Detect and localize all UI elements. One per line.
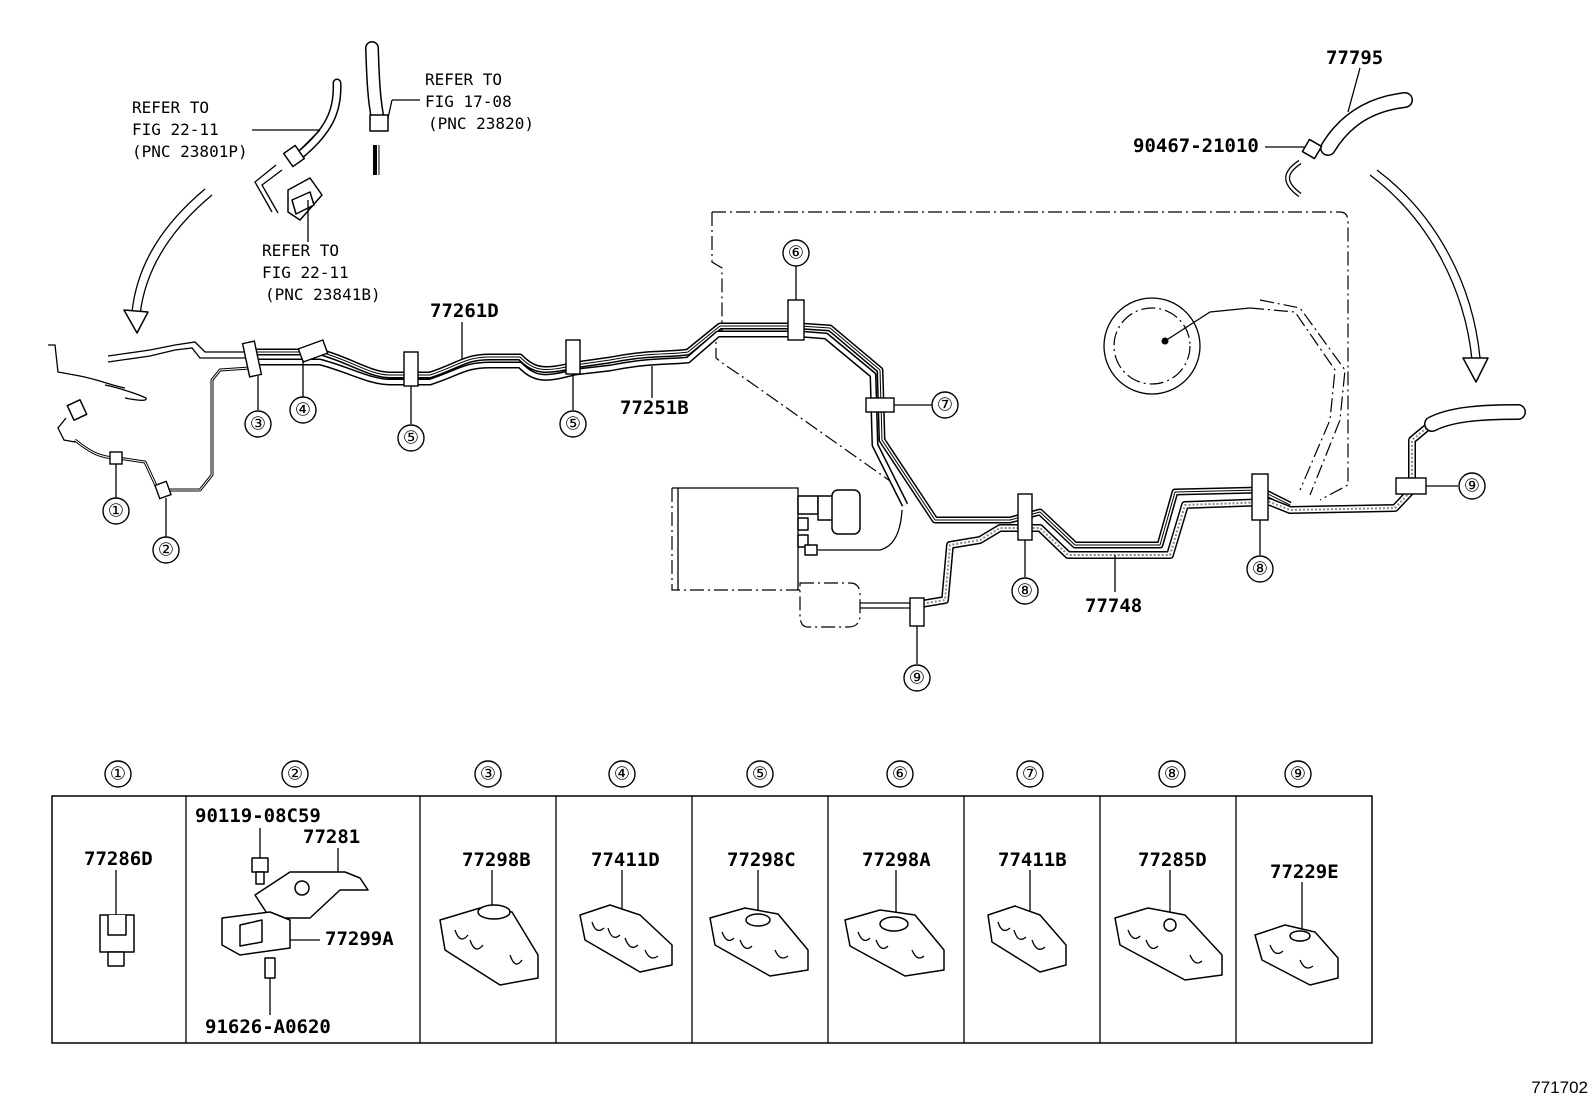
svg-text:⑤: ⑤ xyxy=(403,428,419,449)
hose-77795: 77795 90467-21010 xyxy=(1133,47,1413,198)
svg-text:⑤: ⑤ xyxy=(565,414,581,435)
svg-text:FIG 17-08: FIG 17-08 xyxy=(425,92,512,111)
svg-text:90119-08C59: 90119-08C59 xyxy=(195,805,321,827)
curved-arrow-right xyxy=(1369,169,1489,383)
svg-text:⑧: ⑧ xyxy=(1017,581,1033,602)
svg-text:⑤: ⑤ xyxy=(752,764,768,785)
svg-text:③: ③ xyxy=(480,764,496,785)
callout-7: ⑦ xyxy=(931,391,959,419)
svg-text:⑧: ⑧ xyxy=(1252,559,1268,580)
svg-text:77229E: 77229E xyxy=(1270,861,1339,883)
refer-note-1: REFER TO FIG 22-11 (PNC 23801P) xyxy=(132,98,321,161)
svg-text:REFER TO: REFER TO xyxy=(132,98,209,117)
table-header-7: ⑦ xyxy=(1016,760,1044,788)
label-90467-21010: 90467-21010 xyxy=(1133,135,1259,157)
svg-text:⑧: ⑧ xyxy=(1164,764,1180,785)
svg-text:②: ② xyxy=(287,764,303,785)
ref-connector-23841b xyxy=(287,177,323,221)
svg-text:77281: 77281 xyxy=(303,826,360,848)
table-header-6: ⑥ xyxy=(886,760,914,788)
svg-text:77411D: 77411D xyxy=(591,849,660,871)
svg-text:⑥: ⑥ xyxy=(892,764,908,785)
label-77795: 77795 xyxy=(1326,47,1383,69)
callout-9a: ⑨ xyxy=(1458,472,1486,500)
svg-text:②: ② xyxy=(158,540,174,561)
left-small-pipe xyxy=(48,341,251,492)
table-cell-6: 77298A xyxy=(844,849,945,977)
table-header-8: ⑧ xyxy=(1158,760,1186,788)
svg-text:REFER TO: REFER TO xyxy=(262,241,339,260)
svg-text:77298A: 77298A xyxy=(862,849,931,871)
table-cell-9: 77229E xyxy=(1254,861,1339,986)
svg-text:③: ③ xyxy=(250,414,266,435)
svg-text:(PNC 23841B): (PNC 23841B) xyxy=(265,285,381,304)
main-pipe-lower xyxy=(250,330,909,507)
svg-text:①: ① xyxy=(110,764,126,785)
table-cell-7: 77411B xyxy=(987,849,1067,973)
ref-hose-23820 xyxy=(365,41,389,175)
svg-text:④: ④ xyxy=(614,764,630,785)
table-header-4: ④ xyxy=(608,760,636,788)
ref-hose-23801p xyxy=(254,78,342,214)
main-pipe-third xyxy=(914,414,1452,609)
svg-text:77298B: 77298B xyxy=(462,849,531,871)
svg-text:77411B: 77411B xyxy=(998,849,1067,871)
table-header-1: ① xyxy=(104,760,132,788)
svg-text:77299A: 77299A xyxy=(325,928,394,950)
figure-code: 771702 xyxy=(1531,1078,1588,1097)
svg-text:77298C: 77298C xyxy=(727,849,796,871)
svg-text:⑦: ⑦ xyxy=(1022,764,1038,785)
callout-4: ④ xyxy=(289,396,317,424)
svg-text:⑨: ⑨ xyxy=(909,668,925,689)
filler-hose-right xyxy=(1424,404,1526,432)
svg-text:(PNC 23801P): (PNC 23801P) xyxy=(132,142,248,161)
callout-6: ⑥ xyxy=(782,239,810,267)
svg-text:(PNC 23820): (PNC 23820) xyxy=(428,114,534,133)
charcoal-canister xyxy=(671,487,910,628)
callout-5b: ⑤ xyxy=(559,410,587,438)
table-cell-2: 90119-08C59 77281 77299A 91626-A0620 xyxy=(195,805,394,1038)
table-cell-1: 77286D xyxy=(84,848,153,967)
svg-text:FIG 22-11: FIG 22-11 xyxy=(262,263,349,282)
label-77748: 77748 xyxy=(1085,595,1142,617)
clamp-markers xyxy=(109,299,1427,627)
fuel-tank-outline xyxy=(711,211,1349,501)
callout-2: ② xyxy=(152,536,180,564)
svg-text:⑥: ⑥ xyxy=(788,243,804,264)
svg-text:⑦: ⑦ xyxy=(937,395,953,416)
label-77251b: 77251B xyxy=(620,397,689,419)
callout-1: ① xyxy=(102,497,130,525)
svg-text:④: ④ xyxy=(295,400,311,421)
table-header-5: ⑤ xyxy=(746,760,774,788)
table-header-3: ③ xyxy=(474,760,502,788)
table-cell-4: 77411D xyxy=(579,849,673,973)
table-cell-3: 77298B xyxy=(439,849,539,986)
callout-8a: ⑧ xyxy=(1011,577,1039,605)
svg-text:77286D: 77286D xyxy=(84,848,153,870)
table-header-9: ⑨ xyxy=(1284,760,1312,788)
table-cell-5: 77298C xyxy=(709,849,809,977)
refer-note-3: REFER TO FIG 22-11 (PNC 23841B) xyxy=(262,200,381,304)
label-77261d: 77261D xyxy=(430,300,499,322)
svg-text:①: ① xyxy=(108,501,124,522)
callout-leaders xyxy=(115,266,1458,664)
svg-text:91626-A0620: 91626-A0620 xyxy=(205,1016,331,1038)
svg-text:FIG 22-11: FIG 22-11 xyxy=(132,120,219,139)
svg-text:⑨: ⑨ xyxy=(1290,764,1306,785)
table-cell-8: 77285D xyxy=(1114,849,1223,981)
callout-8b: ⑧ xyxy=(1246,555,1274,583)
callout-9b: ⑨ xyxy=(903,664,931,692)
table-header-2: ② xyxy=(281,760,309,788)
main-pipe-upper xyxy=(250,322,1292,549)
svg-text:REFER TO: REFER TO xyxy=(425,70,502,89)
pipe-labels: 77261D 77251B 77748 xyxy=(430,300,1142,617)
callout-3: ③ xyxy=(244,410,272,438)
callout-5a: ⑤ xyxy=(397,424,425,452)
refer-note-2: REFER TO FIG 17-08 (PNC 23820) xyxy=(387,70,534,133)
svg-text:⑨: ⑨ xyxy=(1464,476,1480,497)
svg-text:77285D: 77285D xyxy=(1138,849,1207,871)
curved-arrow-left xyxy=(123,188,213,334)
